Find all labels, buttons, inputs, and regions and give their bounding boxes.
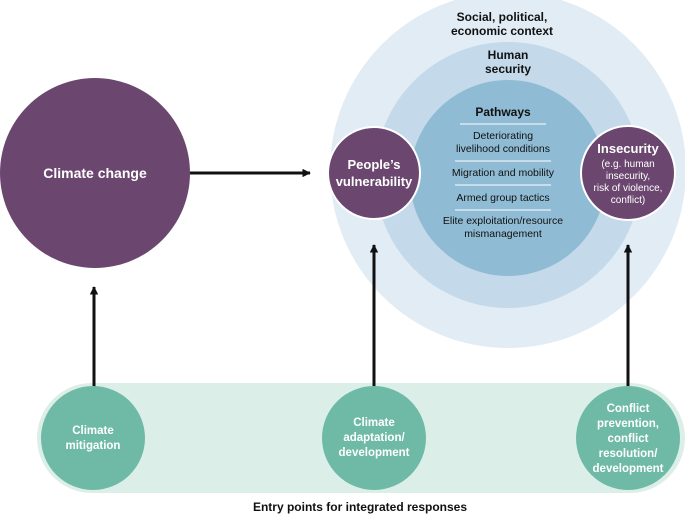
conflict-label-line2: prevention, (597, 418, 659, 430)
pathway-item-1-line2: livelihood conditions (456, 143, 550, 155)
pathway-item-3: Armed group tactics (456, 192, 549, 204)
mitigation-label-line2: mitigation (66, 440, 121, 452)
conflict-label-line5: development (593, 463, 664, 475)
human-security-label-line1: Human (488, 48, 529, 62)
insecurity-title: Insecurity (597, 141, 659, 156)
mitigation-label-line1: Climate (72, 425, 114, 437)
adaptation-label-line2: adaptation/ (343, 432, 405, 444)
vulnerability-node (327, 126, 421, 220)
conflict-node (576, 386, 680, 490)
conflict-label-line4: resolution/ (599, 448, 659, 460)
conflict-label-line1: Conflict (607, 403, 650, 415)
mitigation-node (41, 386, 145, 490)
adaptation-label-line3: development (339, 447, 410, 459)
context-label-line2: economic context (451, 24, 553, 38)
adaptation-label-line1: Climate (353, 417, 395, 429)
vulnerability-label-line2: vulnerability (336, 174, 413, 189)
vulnerability-label-line1: People’s (348, 157, 401, 172)
conflict-label-line3: conflict (608, 433, 649, 445)
pathway-item-2: Migration and mobility (452, 167, 555, 179)
pathway-item-4-line2: mismanagement (464, 228, 542, 240)
human-security-label-line2: security (485, 62, 531, 76)
climate-change-label: Climate change (43, 165, 147, 181)
pathway-item-1-line1: Deteriorating (473, 130, 533, 142)
pathways-title: Pathways (475, 105, 531, 119)
entry-points-caption: Entry points for integrated responses (253, 500, 467, 514)
insecurity-line2: insecurity, (606, 171, 650, 182)
climate-change-node (0, 78, 190, 268)
pathway-item-4-line1: Elite exploitation/resource (443, 215, 563, 227)
insecurity-line1: (e.g. human (601, 159, 654, 170)
adaptation-node (322, 386, 426, 490)
context-label-line1: Social, political, (457, 10, 548, 24)
pathways-circle (410, 80, 606, 276)
insecurity-line3: risk of violence, (594, 183, 663, 194)
insecurity-node (580, 125, 676, 221)
insecurity-line4: conflict) (611, 195, 645, 206)
